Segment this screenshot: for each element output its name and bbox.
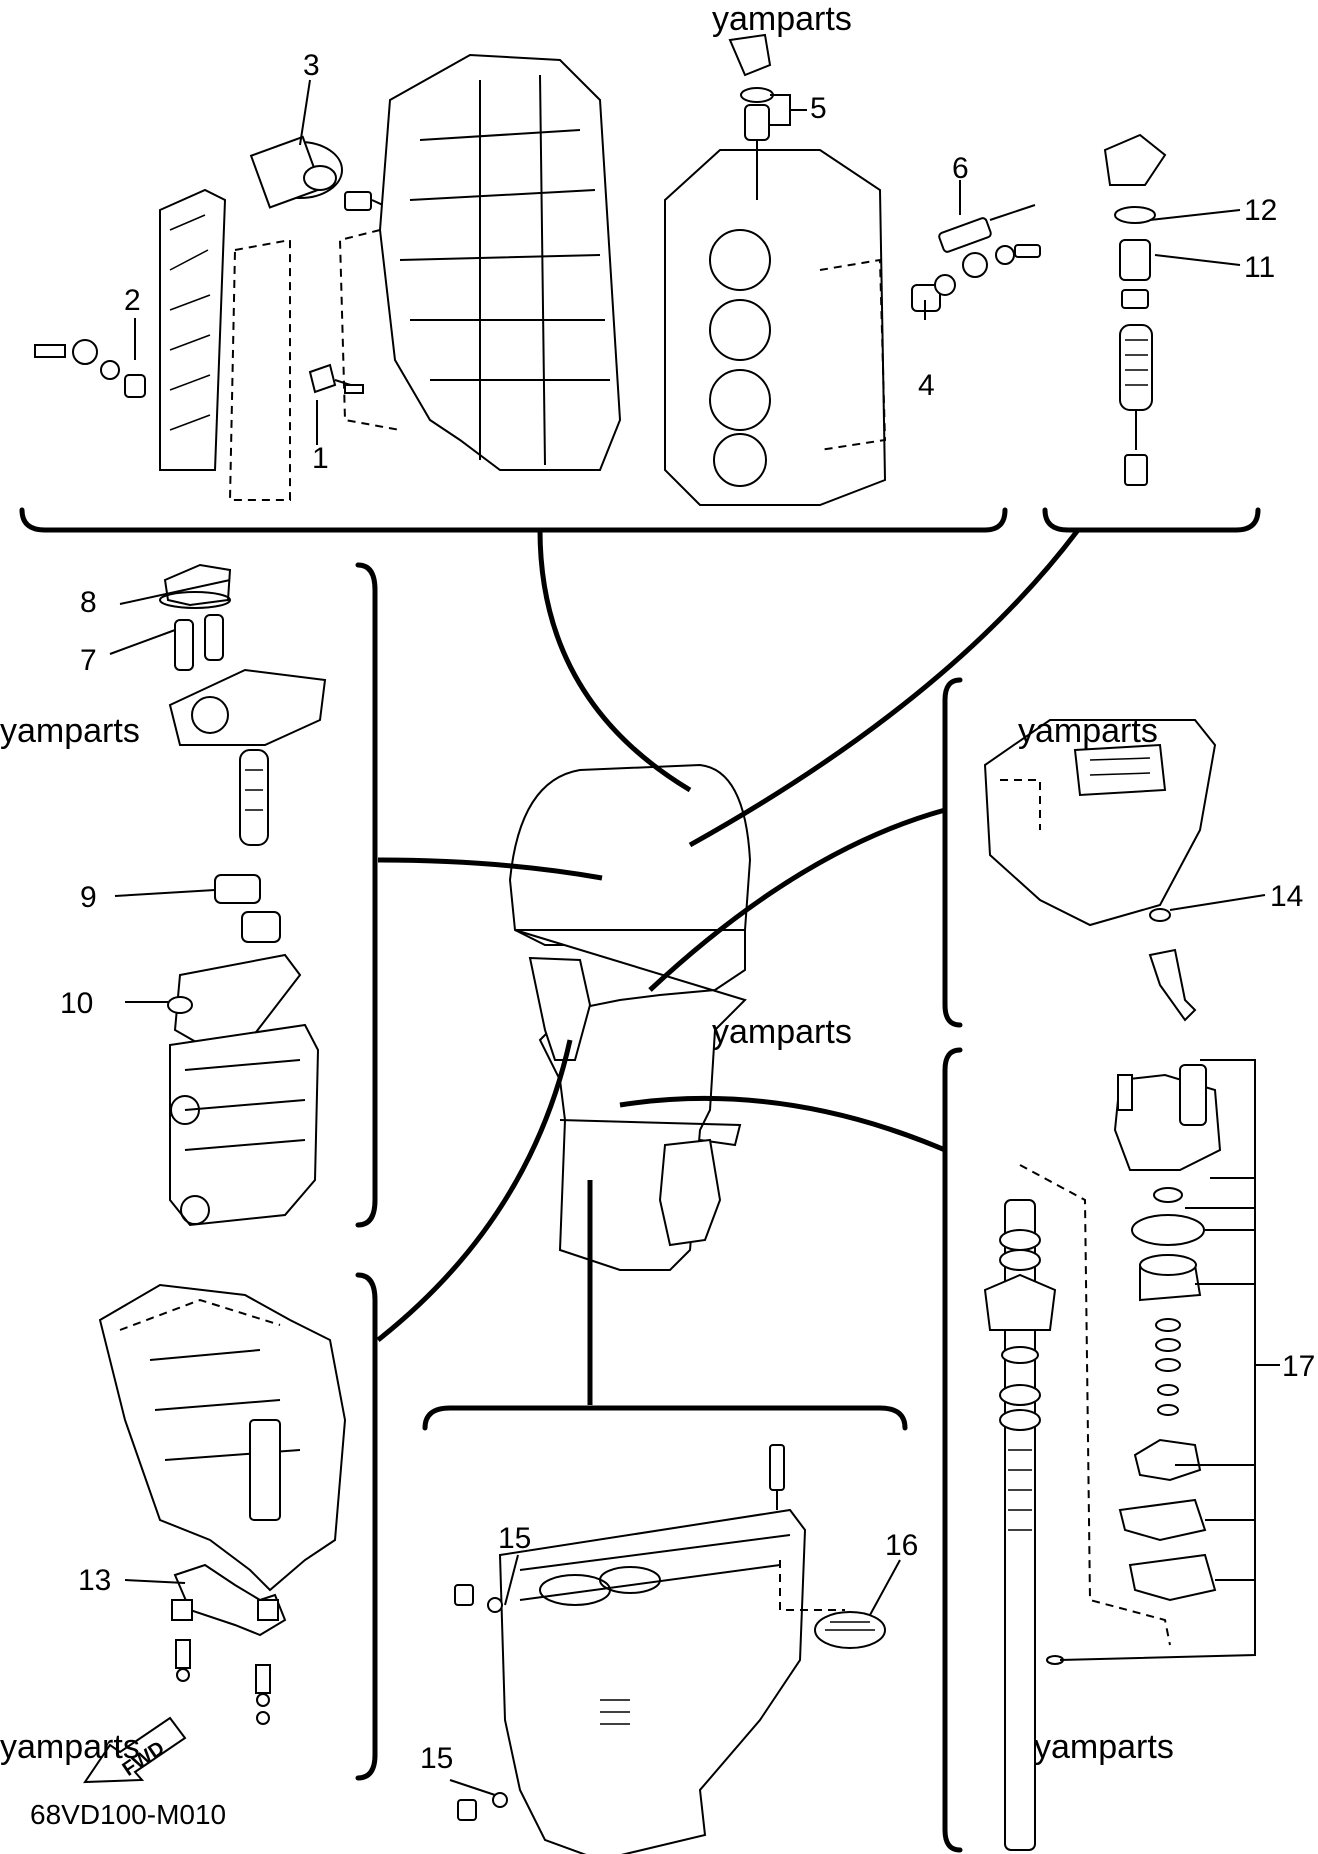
- water-pump-parts: [1046, 1187, 1217, 1665]
- anode-screw-part: [34, 339, 146, 398]
- callout-10: 10: [60, 987, 93, 1020]
- callout-17: 17: [1282, 1350, 1315, 1383]
- anode-part: [814, 1611, 886, 1649]
- watermark-left: yamparts: [0, 712, 140, 750]
- thermo-switch-part: [938, 204, 1041, 278]
- bottom-center-bracket: [422, 1405, 908, 1431]
- callout-2: 2: [124, 284, 141, 317]
- callout-numbers: 1 2 3 4 5 6 7 8 9 10 11 12 13 14 15 15 1…: [60, 49, 1315, 1775]
- oil-strainer-part: [1148, 908, 1197, 1022]
- callout-13: 13: [78, 1564, 111, 1597]
- callout-16: 16: [885, 1529, 918, 1562]
- mount-bracket-part: [171, 1563, 287, 1637]
- callout-8: 8: [80, 586, 97, 619]
- thermostat-cover-part: [728, 33, 774, 200]
- callout-leaders: [109, 79, 1266, 1796]
- fuel-pump-relay-part: [214, 874, 281, 943]
- callout-12: 12: [1244, 194, 1277, 227]
- left-bottom-bracket: [355, 1272, 378, 1781]
- oil-pan-part: [983, 719, 1217, 927]
- callout-11: 11: [1244, 251, 1275, 284]
- watermark-bottom-right: yamparts: [1034, 1728, 1174, 1766]
- clamp-part: [308, 363, 364, 394]
- vapor-separator-cover-part: [159, 563, 232, 609]
- water-pump-housing-part: [1113, 1064, 1222, 1171]
- fuel-filter-assembly-part: [1103, 133, 1167, 486]
- watermark-right-mid: yamparts: [1018, 712, 1158, 750]
- oil-filter-part: [249, 135, 343, 209]
- group-connector-lines: [376, 528, 1080, 1405]
- mount-bolts-part: [175, 1639, 271, 1725]
- right-bottom-bracket: [942, 1047, 963, 1853]
- callout-1: 1: [312, 442, 329, 475]
- cylinder-head-part: [664, 149, 887, 506]
- vapor-separator-body-part: [169, 1023, 320, 1227]
- callout-6: 6: [952, 152, 969, 185]
- drive-shaft-bearings-part: [983, 1229, 1057, 1431]
- lower-casing-part: [498, 1508, 845, 1854]
- watermark-center: yamparts: [712, 1013, 852, 1051]
- callout-15-lower: 15: [420, 1742, 453, 1775]
- callout-4: 4: [918, 369, 935, 402]
- top-group-bracket: [19, 507, 1261, 533]
- callout-5: 5: [810, 92, 827, 125]
- cylinder-block-part: [338, 53, 622, 471]
- bottom-cowling-part: [98, 1283, 347, 1592]
- outboard-motor-silhouette: [508, 763, 752, 1271]
- fuel-joint-part: [174, 614, 224, 671]
- watermark-bottom-left: yamparts: [0, 1728, 140, 1766]
- callout-7: 7: [80, 644, 97, 677]
- repair-kit-bracket-lines: [1059, 1059, 1280, 1661]
- drain-plug-part: [911, 274, 956, 312]
- fuel-pump-part: [168, 668, 327, 846]
- drain-screw-part: [454, 1584, 508, 1821]
- watermark-top: yamparts: [712, 0, 852, 38]
- diagram-code: 68VD100-M010: [30, 1799, 226, 1830]
- left-mid-bracket: [355, 562, 378, 1228]
- right-mid-bracket: [942, 677, 963, 1028]
- exhaust-cover-part: [159, 188, 291, 501]
- callout-14: 14: [1270, 880, 1303, 913]
- oil-filter-fitting-part: [344, 191, 386, 211]
- callout-9: 9: [80, 881, 97, 914]
- watermarks: yamparts yamparts yamparts yamparts yamp…: [0, 0, 1174, 1766]
- lower-casing-bolt-part: [769, 1444, 785, 1510]
- callout-3: 3: [303, 49, 320, 82]
- callout-15-upper: 15: [498, 1522, 531, 1555]
